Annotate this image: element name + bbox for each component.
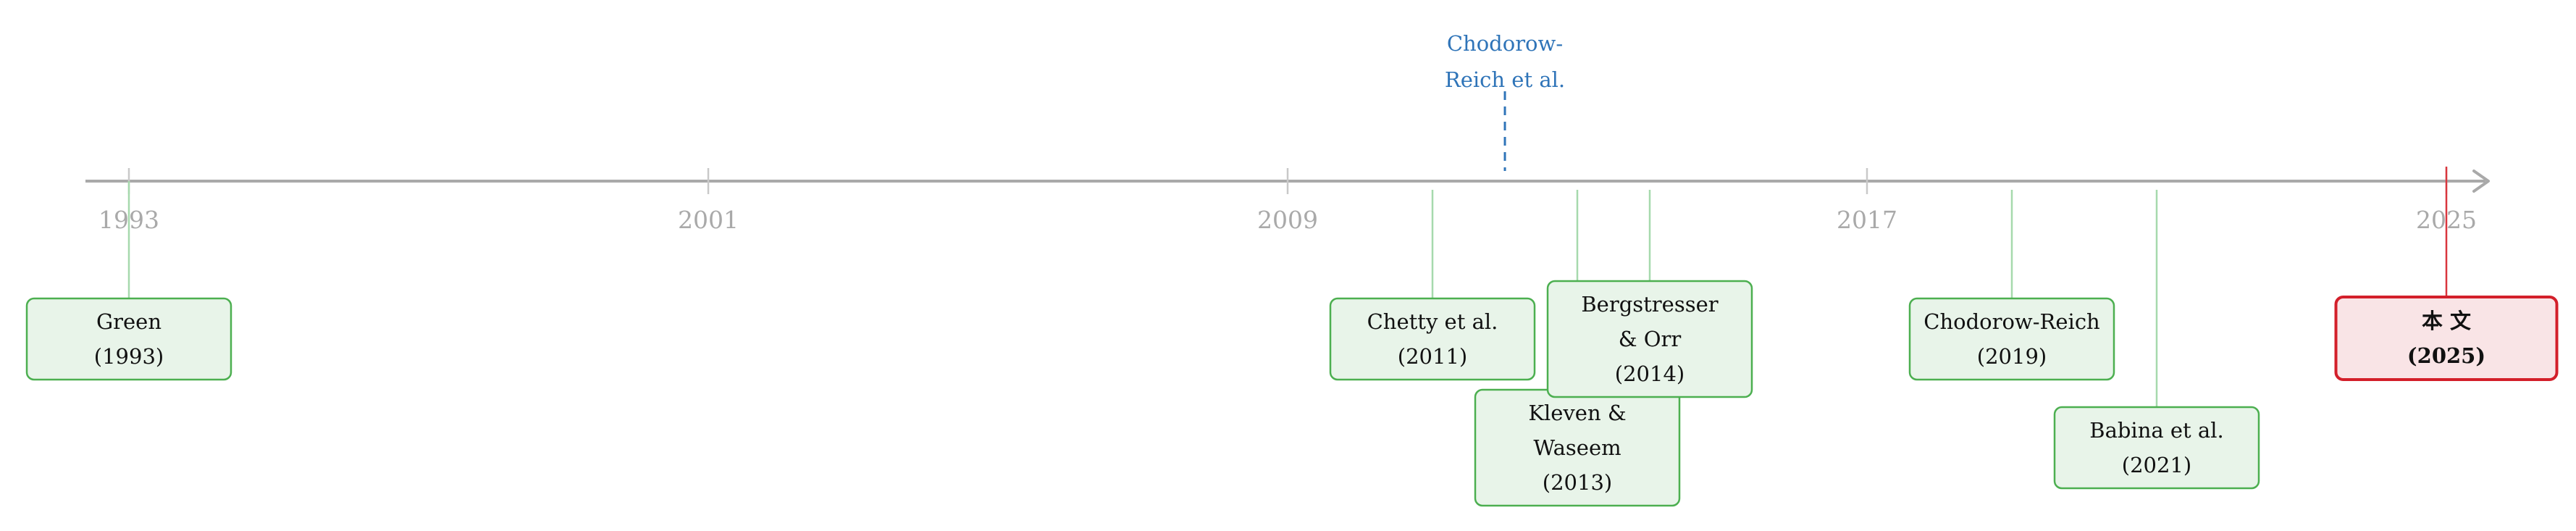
event-box [2334, 296, 2559, 381]
axis-tick-label: 2009 [1257, 206, 1318, 234]
event-label-line: (2021) [2122, 453, 2191, 477]
event-box [25, 297, 232, 381]
axis-tick-label: 2017 [1837, 206, 1897, 234]
event-box [1908, 297, 2115, 381]
event-chetty: Chetty et al. (2011) [1329, 190, 1536, 381]
event-label-line: & Orr [1619, 327, 1682, 351]
callout-annotation: Chodorow- Reich et al. [1445, 31, 1565, 171]
event-chodorow-reich-2019: Chodorow-Reich (2019) [1908, 190, 2115, 381]
event-label-line: (2011) [1398, 344, 1467, 369]
event-label-line: Chodorow-Reich [1923, 309, 2099, 334]
event-box [1329, 297, 1536, 381]
event-label-line: (2025) [2407, 343, 2485, 368]
timeline-events: Green (1993) Chetty et al. (2011) Kleven & Wa… [25, 167, 2559, 507]
event-label-line: Green [96, 309, 161, 334]
event-kleven: Kleven & Waseem (2013) [1474, 190, 1681, 507]
timeline-axis [85, 170, 2490, 193]
event-label-line: (2014) [1615, 361, 1685, 386]
event-label-line: Kleven & [1528, 401, 1626, 425]
event-label-line: (2019) [1977, 344, 2047, 369]
event-this-paper: 本 文 (2025) [2334, 167, 2559, 381]
event-label-line: Waseem [1533, 435, 1621, 460]
callout-label-line: Chodorow- [1447, 31, 1563, 56]
event-label-line: (2013) [1543, 470, 1612, 495]
event-box [2053, 406, 2260, 490]
event-label-line: (1993) [94, 344, 164, 369]
event-label-line: Babina et al. [2089, 418, 2223, 443]
event-babina: Babina et al. (2021) [2053, 190, 2260, 490]
event-label-line: Chetty et al. [1367, 309, 1498, 334]
axis-arrow-icon [2472, 170, 2490, 193]
callout-label-line: Reich et al. [1445, 67, 1565, 92]
event-green: Green (1993) [25, 181, 232, 381]
axis-tick-label: 2001 [678, 206, 739, 234]
event-label-line: Bergstresser [1581, 292, 1718, 317]
event-label-line: 本 文 [2422, 309, 2472, 333]
event-box [1546, 280, 1753, 398]
event-bergstresser: Bergstresser & Orr (2014) [1546, 190, 1753, 398]
